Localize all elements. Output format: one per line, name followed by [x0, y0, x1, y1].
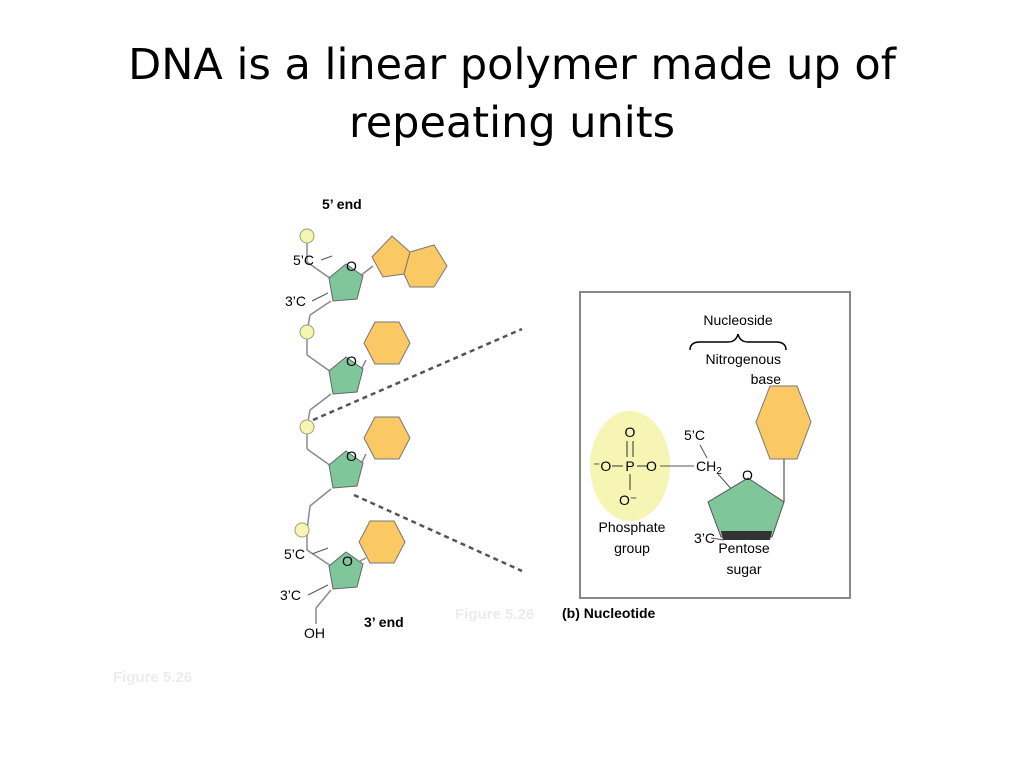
inset-c5-arrow: [699, 444, 708, 459]
c3-arrow-top: [311, 292, 329, 302]
pyrimidine-base-4: [358, 520, 406, 564]
zoom-dashed-line-top: [312, 327, 523, 422]
five-prime-end-label: 5’ end: [322, 196, 362, 212]
phosphate-p: P: [625, 458, 634, 474]
nucleoside-label: Nucleoside: [703, 312, 772, 328]
c3-arrow-bottom: [307, 584, 329, 596]
c3-label-top: 3’C: [285, 293, 306, 309]
purine-base-hexagon-1: [403, 244, 448, 288]
phosphate-circle-4: [294, 522, 310, 538]
c5-label-bottom: 5’C: [284, 546, 305, 562]
nitrogenous-base-label-line1: Nitrogenous: [706, 351, 782, 367]
sugar-pentagon-3: [328, 450, 364, 489]
phosphate-group-ellipse: [590, 411, 670, 521]
phosphate-right-oxygen: O: [646, 458, 657, 474]
pentose-sugar-label-line2: sugar: [726, 561, 761, 577]
inset-base-hexagon: [755, 385, 812, 460]
oh-label: OH: [304, 625, 325, 641]
slide-title: DNA is a linear polymer made up of repea…: [60, 36, 964, 152]
sugar-pentagon-2: [328, 356, 364, 395]
phosphate-circle-3: [299, 419, 315, 435]
inset-c3-label: 3’C: [694, 530, 715, 546]
phosphate-circle-2: [299, 324, 315, 340]
figure-ref-ghost-inset: Figure 5.26: [455, 606, 534, 623]
phosphate-group-label-line2: group: [614, 540, 650, 556]
pyrimidine-base-2: [363, 321, 411, 365]
three-prime-end-label: 3’ end: [364, 614, 404, 630]
inset-ring-oxygen: O: [742, 467, 753, 483]
ring-oxygen-label-2: O: [346, 353, 357, 369]
slide-title-line-1: DNA is a linear polymer made up of: [128, 40, 896, 90]
slide-title-line-2: repeating units: [348, 98, 676, 148]
ch2-label: CH2: [696, 458, 722, 477]
inset-sugar-shadow-edge: [721, 531, 772, 540]
c5-arrow-bottom: [311, 547, 329, 555]
nucleoside-brace: [689, 333, 787, 351]
c5-label-top: 5’C: [293, 252, 314, 268]
sugar-pentagon-1: [328, 263, 364, 302]
c5-arrow-top: [320, 255, 333, 261]
inset-c5-label: 5’C: [684, 427, 705, 443]
purine-base-pentagon-1: [371, 235, 411, 278]
ring-oxygen-label-4: O: [342, 553, 353, 569]
zoom-dashed-line-bottom: [353, 493, 523, 573]
phosphate-circle-1: [299, 228, 315, 244]
pyrimidine-base-3: [363, 416, 411, 460]
nucleotide-caption: (b) Nucleotide: [562, 605, 656, 621]
phosphate-group-label-line1: Phosphate: [599, 519, 666, 535]
c3-label-bottom: 3’C: [280, 587, 301, 603]
phosphate-top-oxygen: O: [625, 424, 636, 440]
inset-c3-arrow: [710, 537, 725, 541]
pentose-sugar-label-line1: Pentose: [718, 540, 770, 556]
ring-oxygen-label-1: O: [346, 258, 357, 274]
nitrogenous-base-label-line2: base: [751, 371, 782, 387]
ring-oxygen-label-3: O: [346, 448, 357, 464]
phosphate-left-oxygen: ⁻O: [593, 458, 611, 474]
sugar-pentagon-4: [328, 551, 364, 590]
figure-ref-ghost-page: Figure 5.26: [113, 669, 192, 686]
phosphate-bottom-oxygen: O⁻: [619, 492, 637, 508]
